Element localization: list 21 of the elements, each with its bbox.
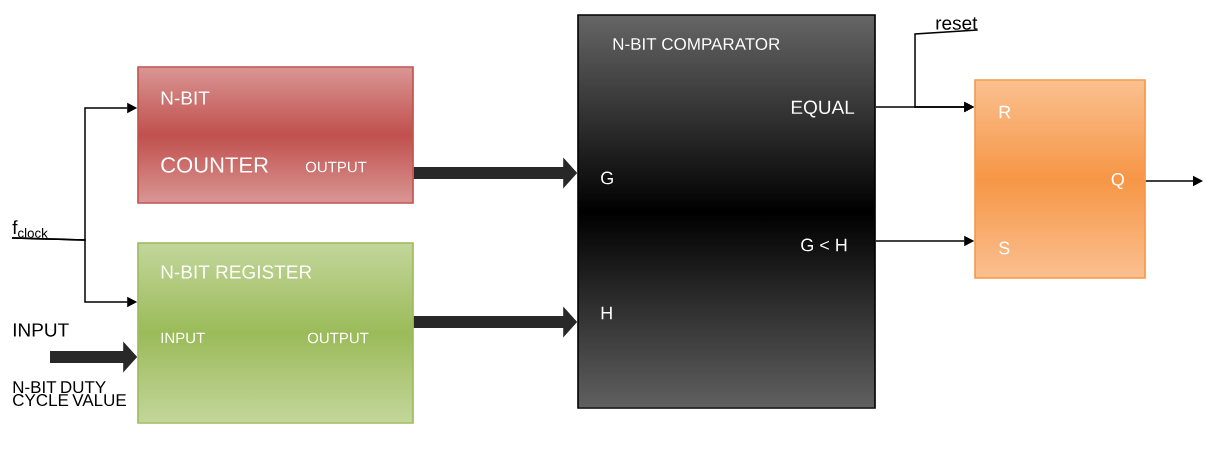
block-label: Q (1111, 173, 1124, 189)
comparator-block (577, 14, 876, 409)
block-label: S (999, 241, 1010, 255)
counter-block (137, 66, 414, 204)
block-label: R (999, 105, 1011, 119)
block-label: N-BIT REGISTER (161, 265, 312, 279)
input-caption: INPUT (13, 323, 69, 337)
block-label: INPUT (161, 332, 205, 344)
block-label: G < H (801, 238, 847, 252)
block-label: N-BIT COMPARATOR (613, 38, 780, 50)
block-label: G (601, 171, 613, 185)
block-label: COUNTER (161, 157, 268, 173)
block-label: EQUAL (791, 100, 855, 118)
signal-label: f$_{clock}$ (12, 220, 48, 238)
register-block (137, 242, 414, 424)
signal-label: reset (936, 17, 978, 30)
flip-flop-block (974, 79, 1146, 279)
block-label: H (601, 306, 612, 320)
block-label: N-BIT (161, 91, 210, 105)
block-label: OUTPUT (307, 332, 369, 344)
block-label: OUTPUT (305, 161, 367, 173)
